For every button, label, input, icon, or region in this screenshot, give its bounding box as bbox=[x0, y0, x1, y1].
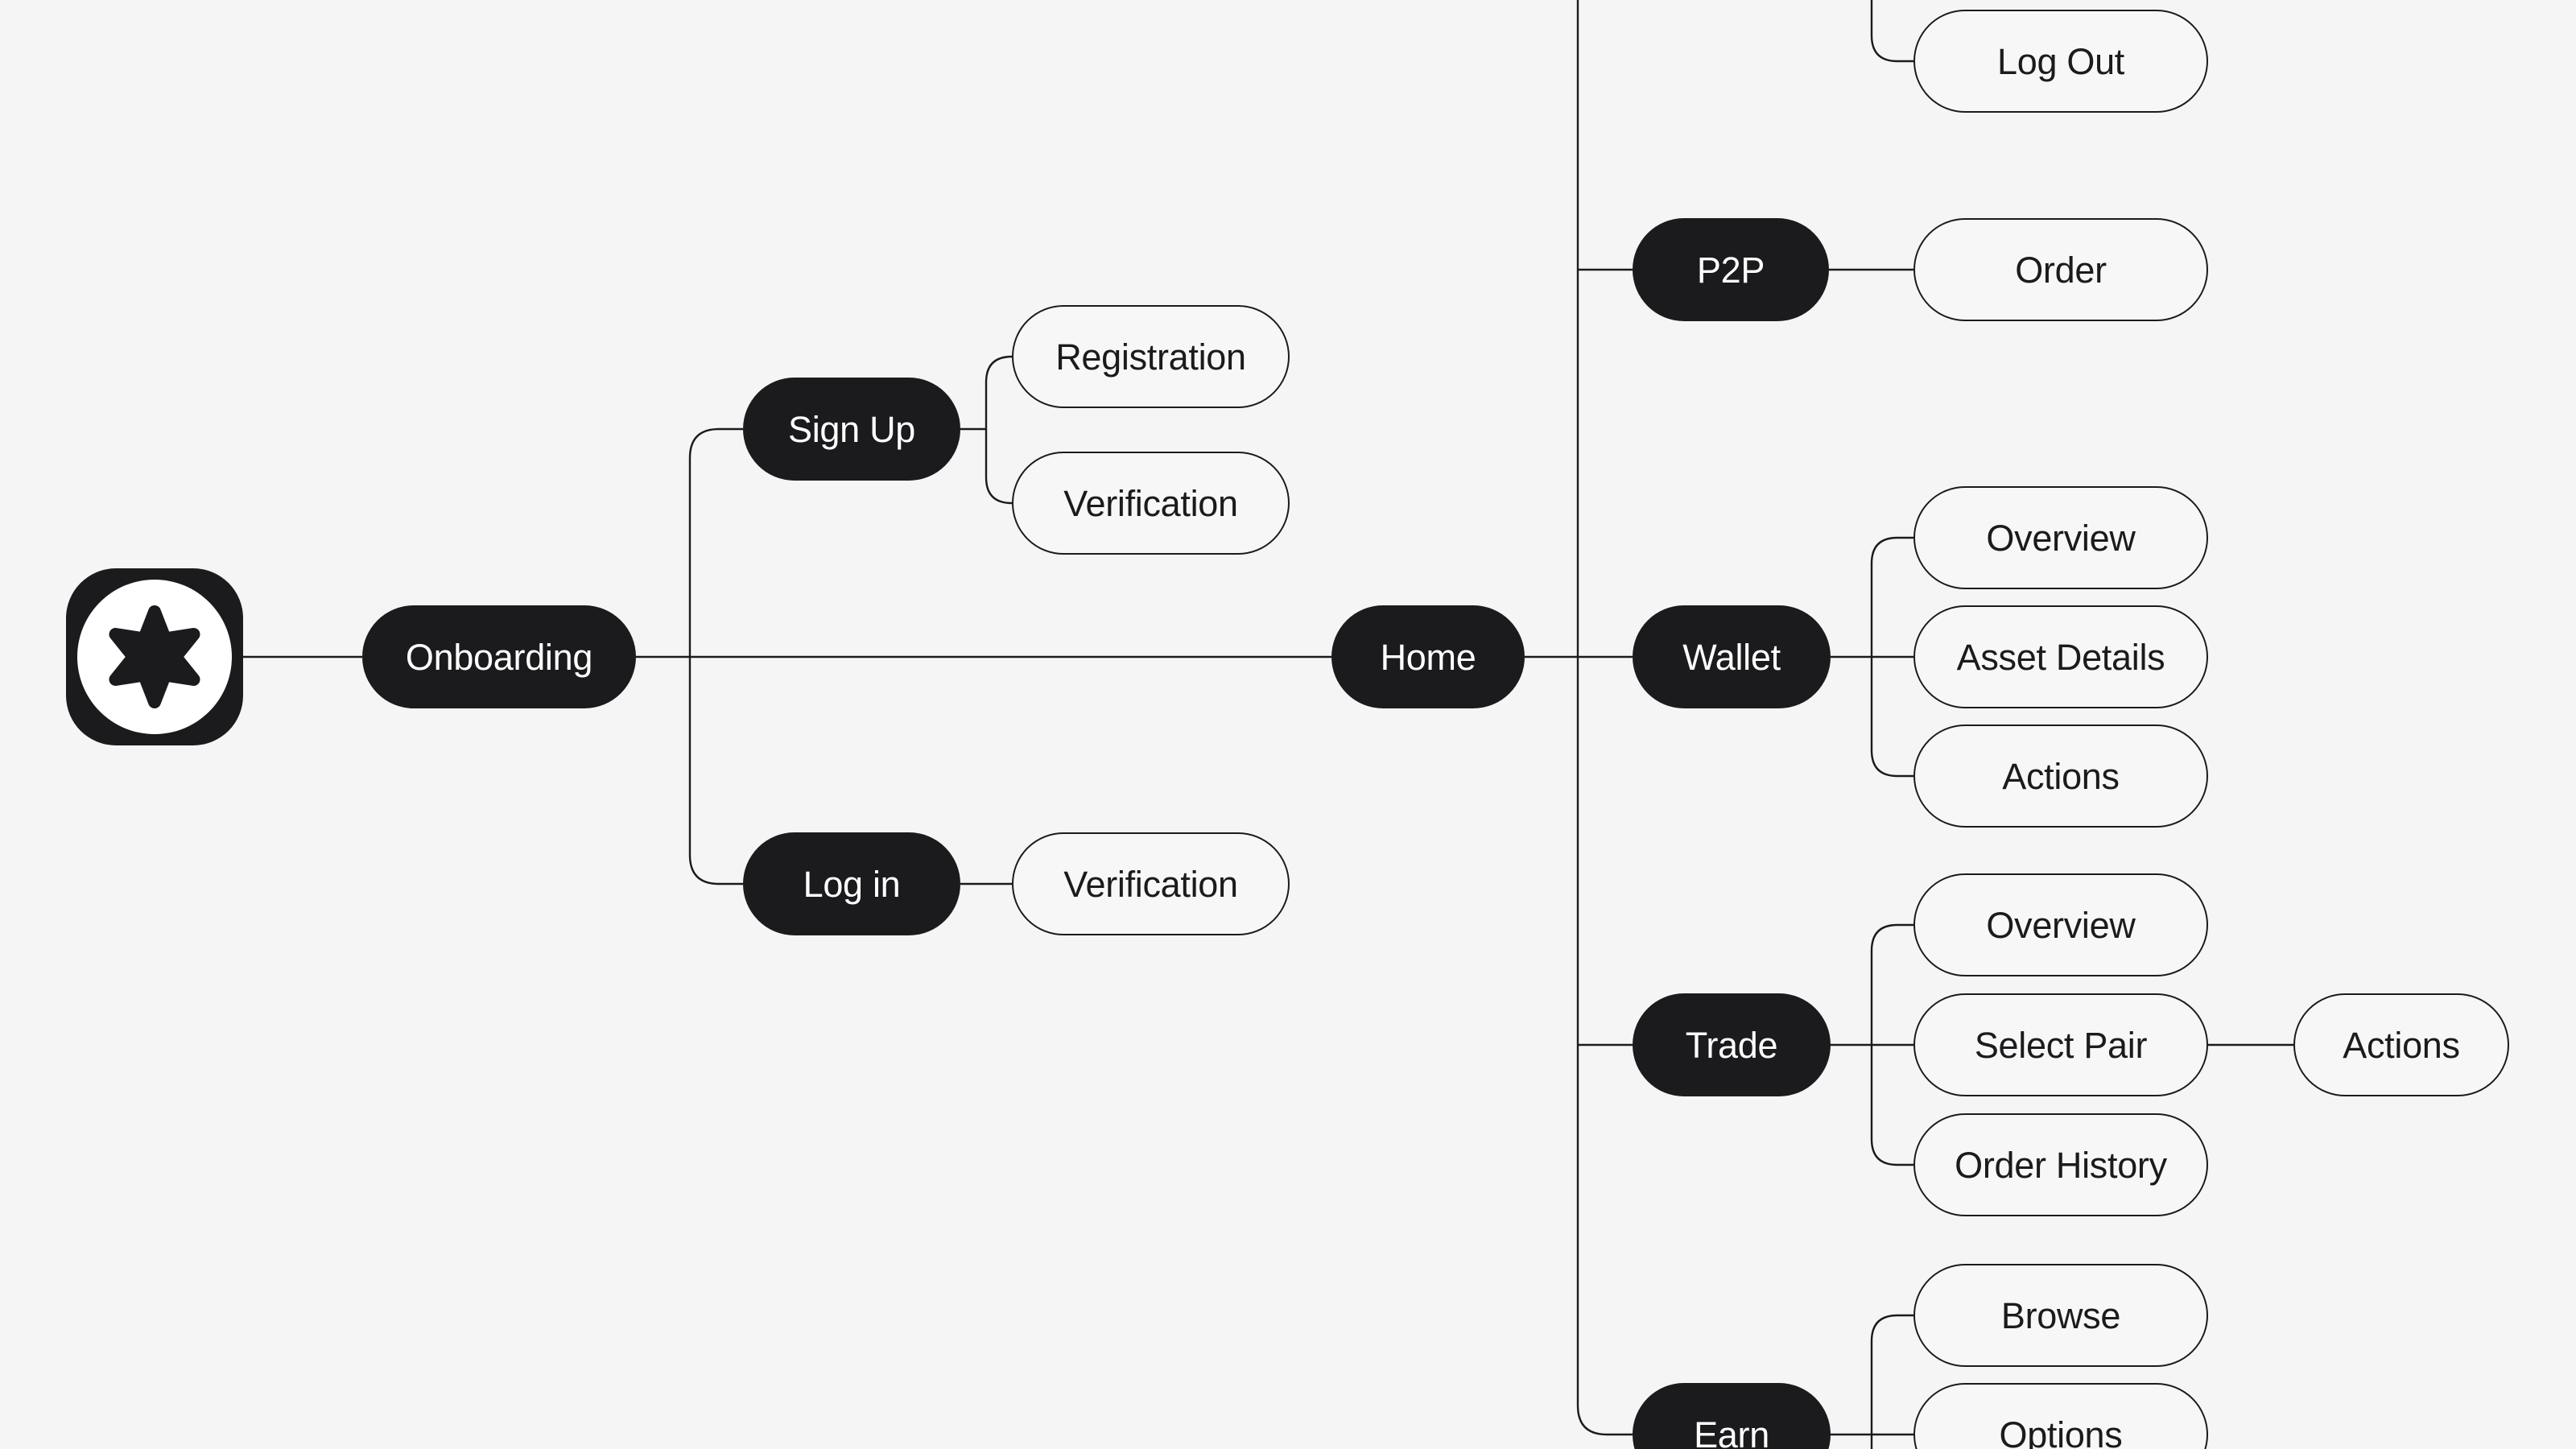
node-log-out-label: Log Out bbox=[1996, 40, 2124, 82]
node-order-history-label: Order History bbox=[1955, 1144, 2167, 1186]
node-browse[interactable]: Browse bbox=[1913, 1264, 2208, 1367]
node-trade-label: Trade bbox=[1685, 1024, 1778, 1066]
node-verification-signup-label: Verification bbox=[1063, 482, 1238, 524]
node-p2p[interactable]: P2P bbox=[1633, 218, 1829, 321]
node-asset-details-label: Asset Details bbox=[1956, 636, 2165, 678]
node-earn[interactable]: Earn bbox=[1633, 1383, 1831, 1449]
node-wallet-overview-label: Overview bbox=[1986, 517, 2136, 559]
connector-trunk-vertical bbox=[1576, 0, 1633, 1436]
node-wallet-label: Wallet bbox=[1682, 636, 1781, 678]
node-select-pair[interactable]: Select Pair bbox=[1913, 993, 2208, 1096]
node-registration-label: Registration bbox=[1055, 336, 1246, 378]
node-pair-actions[interactable]: Actions bbox=[2293, 993, 2509, 1096]
node-order-history[interactable]: Order History bbox=[1913, 1113, 2208, 1216]
node-order[interactable]: Order bbox=[1913, 218, 2208, 321]
node-wallet-overview[interactable]: Overview bbox=[1913, 486, 2208, 589]
node-options[interactable]: Options bbox=[1913, 1383, 2208, 1449]
connector-logout-branch bbox=[1870, 0, 1913, 63]
app-logo-node[interactable] bbox=[66, 568, 243, 745]
node-trade-overview[interactable]: Overview bbox=[1913, 873, 2208, 976]
node-trade[interactable]: Trade bbox=[1633, 993, 1831, 1096]
node-home-label: Home bbox=[1380, 636, 1476, 678]
node-wallet[interactable]: Wallet bbox=[1633, 605, 1831, 708]
node-trade-overview-label: Overview bbox=[1986, 904, 2136, 946]
node-verification-login[interactable]: Verification bbox=[1012, 832, 1290, 935]
logo-star-icon bbox=[109, 605, 200, 708]
connector-onboarding-branch bbox=[688, 427, 743, 886]
node-wallet-actions-label: Actions bbox=[2002, 755, 2120, 797]
connector-trade-children bbox=[1870, 923, 1913, 1166]
node-select-pair-label: Select Pair bbox=[1974, 1024, 2148, 1066]
node-p2p-label: P2P bbox=[1696, 249, 1765, 291]
connector-earn-children bbox=[1870, 1314, 1913, 1449]
node-earn-label: Earn bbox=[1694, 1414, 1769, 1449]
node-options-label: Options bbox=[1999, 1414, 2123, 1449]
node-home[interactable]: Home bbox=[1331, 605, 1525, 708]
node-wallet-actions[interactable]: Actions bbox=[1913, 724, 2208, 828]
node-pair-actions-label: Actions bbox=[2343, 1024, 2460, 1066]
node-registration[interactable]: Registration bbox=[1012, 305, 1290, 408]
node-asset-details[interactable]: Asset Details bbox=[1913, 605, 2208, 708]
node-verification-login-label: Verification bbox=[1063, 863, 1238, 905]
node-sign-up-label: Sign Up bbox=[788, 408, 915, 450]
node-sign-up[interactable]: Sign Up bbox=[743, 378, 960, 481]
node-log-in-label: Log in bbox=[803, 863, 901, 905]
node-browse-label: Browse bbox=[2000, 1294, 2121, 1336]
node-onboarding[interactable]: Onboarding bbox=[362, 605, 636, 708]
node-log-in[interactable]: Log in bbox=[743, 832, 960, 935]
connector-signup-children bbox=[985, 355, 1013, 505]
node-order-label: Order bbox=[2015, 249, 2107, 291]
node-log-out[interactable]: Log Out bbox=[1913, 10, 2208, 113]
node-verification-signup[interactable]: Verification bbox=[1012, 452, 1290, 555]
connector-wallet-children bbox=[1870, 536, 1913, 778]
node-onboarding-label: Onboarding bbox=[405, 636, 593, 678]
